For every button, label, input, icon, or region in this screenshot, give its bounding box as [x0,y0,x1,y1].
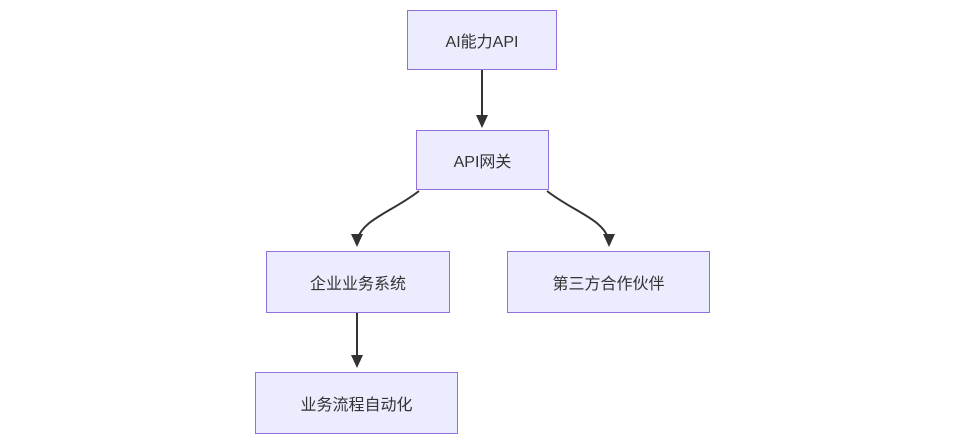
node-enterprise-systems: 企业业务系统 [266,251,450,313]
node-process-automation: 业务流程自动化 [255,372,458,434]
edge-api-gateway-to-enterprise-systems [351,190,420,247]
node-ai-api: AI能力API [407,10,557,70]
node-label: 业务流程自动化 [300,397,413,414]
node-label: API网关 [453,154,512,171]
edge-api-gateway-to-third-party-partners [546,190,615,247]
node-api-gateway: API网关 [416,130,549,190]
node-third-party-partners: 第三方合作伙伴 [507,251,710,313]
node-label: 第三方合作伙伴 [552,276,665,293]
node-label: 企业业务系统 [309,276,406,293]
node-label: AI能力API [445,34,519,51]
